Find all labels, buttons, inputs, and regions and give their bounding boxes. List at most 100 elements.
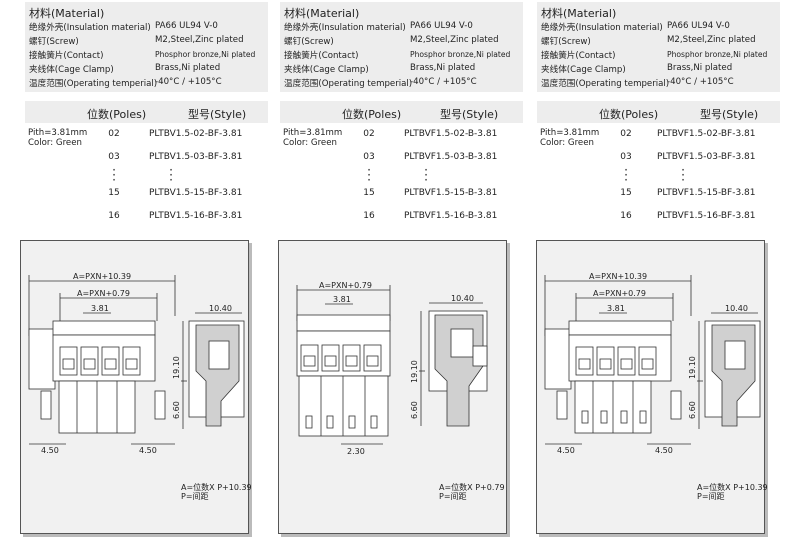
style-value: PLTBVF1.5-15-B-3.81 — [404, 188, 498, 198]
bottom-offset-label: 2.30 — [347, 447, 365, 456]
style-table-header: 位数(Poles) 型号(Style) — [25, 101, 268, 123]
side-width-label: 10.40 — [725, 304, 748, 313]
material-label-contact: 接触簧片(Contact) — [29, 51, 104, 61]
material-label-insulation: 绝缘外壳(Insulation material) — [541, 23, 663, 33]
material-value-contact: Phosphor bronze,Ni plated — [155, 50, 256, 59]
formula-line: P=间距 — [181, 492, 209, 501]
pith-color-note: Pith=3.81mm Color: Green — [540, 128, 599, 148]
formula-note: A=位数X P+10.39 P=间距 — [697, 483, 768, 501]
pith-label: Pith=3.81mm — [28, 128, 88, 138]
pitch-label: 3.81 — [607, 304, 625, 313]
pole-value: 16 — [620, 211, 632, 221]
style-value: PLTBVF1.5-16-BF-3.81 — [657, 211, 756, 221]
material-value-contact: Phosphor bronze,Ni plated — [667, 50, 768, 59]
material-value-cage-clamp: Brass,Ni plated — [155, 63, 221, 73]
material-value-screw: M2,Steel,Zinc plated — [667, 35, 756, 45]
pole-value: 02 — [108, 129, 120, 139]
material-value-screw: M2,Steel,Zinc plated — [155, 35, 244, 45]
formula-line: P=间距 — [697, 492, 725, 501]
pin-height-label: 6.60 — [410, 401, 419, 419]
material-title: 材料(Material) — [29, 7, 105, 20]
style-value: PLTBVF1.5-15-BF-3.81 — [657, 188, 756, 198]
drawing-panel-1: A=PXN+10.39 A=PXN+0.79 3.81 10.40 19.10 … — [20, 240, 252, 534]
pith-color-note: Pith=3.81mm Color: Green — [28, 128, 87, 148]
side-width-label: 10.40 — [451, 294, 474, 303]
right-offset-label: 4.50 — [655, 446, 673, 455]
material-value-cage-clamp: Brass,Ni plated — [410, 63, 476, 73]
ellipsis-vertical: ··· — [112, 163, 116, 187]
header-style: 型号(Style) — [188, 108, 247, 121]
material-title: 材料(Material) — [541, 7, 617, 20]
pole-value: 16 — [108, 211, 120, 221]
material-label-cage-clamp: 夹线体(Cage Clamp) — [284, 65, 369, 75]
ellipsis-vertical: ··· — [681, 163, 685, 187]
pith-label: Pith=3.81mm — [283, 128, 343, 138]
material-value-temperature: -40°C / +105°C — [155, 77, 222, 87]
material-label-cage-clamp: 夹线体(Cage Clamp) — [541, 65, 626, 75]
style-value: PLTBV1.5-16-BF-3.81 — [149, 211, 243, 221]
left-offset-label: 4.50 — [41, 446, 59, 455]
style-value: PLTBVF1.5-02-BF-3.81 — [657, 129, 756, 139]
material-title: 材料(Material) — [284, 7, 360, 20]
pole-value: 03 — [363, 152, 375, 162]
height-label: 19.10 — [172, 356, 181, 379]
pole-value: 16 — [363, 211, 375, 221]
header-poles: 位数(Poles) — [87, 108, 147, 121]
material-label-temperature: 温度范围(Operating temperial) — [29, 79, 158, 89]
material-value-cage-clamp: Brass,Ni plated — [667, 63, 733, 73]
formula-line: A=位数X P+10.39 — [181, 483, 252, 492]
dim-a-label: A=PXN+10.39 — [589, 272, 647, 281]
style-table-header: 位数(Poles) 型号(Style) — [280, 101, 523, 123]
ellipsis-vertical: ··· — [424, 163, 428, 187]
technical-drawing-1: A=PXN+10.39 A=PXN+0.79 3.81 10.40 19.10 … — [28, 272, 245, 455]
pole-value: 02 — [620, 129, 632, 139]
material-label-temperature: 温度范围(Operating temperial) — [284, 79, 413, 89]
formula-line: A=位数X P+10.39 — [697, 483, 768, 492]
formula-note: A=位数X P+10.39 P=间距 — [181, 483, 252, 501]
material-label-insulation: 绝缘外壳(Insulation material) — [284, 23, 406, 33]
material-value-temperature: -40°C / +105°C — [667, 77, 734, 87]
style-value: PLTBVF1.5-03-B-3.81 — [404, 152, 498, 162]
material-label-cage-clamp: 夹线体(Cage Clamp) — [29, 65, 114, 75]
left-offset-label: 4.50 — [557, 446, 575, 455]
height-label: 19.10 — [688, 356, 697, 379]
material-value-contact: Phosphor bronze,Ni plated — [410, 50, 511, 59]
material-value-insulation: PA66 UL94 V-0 — [667, 21, 730, 31]
right-offset-label: 4.50 — [139, 446, 157, 455]
formula-line: P=间距 — [439, 492, 467, 501]
pith-label: Pith=3.81mm — [540, 128, 600, 138]
material-label-contact: 接触簧片(Contact) — [541, 51, 616, 61]
material-label-screw: 螺钉(Screw) — [284, 37, 334, 47]
pin-height-label: 6.60 — [688, 401, 697, 419]
material-value-insulation: PA66 UL94 V-0 — [155, 21, 218, 31]
pole-value: 03 — [620, 152, 632, 162]
pitch-label: 3.81 — [91, 304, 109, 313]
style-value: PLTBV1.5-03-BF-3.81 — [149, 152, 243, 162]
pole-value: 15 — [620, 188, 632, 198]
ellipsis-vertical: ··· — [367, 163, 371, 187]
header-style: 型号(Style) — [440, 108, 499, 121]
pole-value: 15 — [108, 188, 120, 198]
pole-value: 03 — [108, 152, 120, 162]
material-box: 材料(Material) 绝缘外壳(Insulation material) P… — [25, 2, 268, 92]
style-table-header: 位数(Poles) 型号(Style) — [537, 101, 780, 123]
dim-a-label: A=PXN+0.79 — [319, 281, 372, 290]
style-value: PLTBV1.5-02-BF-3.81 — [149, 129, 243, 139]
dim-b-label: A=PXN+0.79 — [77, 289, 130, 298]
style-value: PLTBVF1.5-03-BF-3.81 — [657, 152, 756, 162]
dim-a-label: A=PXN+10.39 — [73, 272, 131, 281]
material-label-screw: 螺钉(Screw) — [29, 37, 79, 47]
drawing-panel-2: A=PXN+0.79 3.81 10.40 19.10 6.60 2.30 A=… — [278, 240, 507, 534]
pole-value: 15 — [363, 188, 375, 198]
material-value-screw: M2,Steel,Zinc plated — [410, 35, 499, 45]
style-value: PLTBV1.5-15-BF-3.81 — [149, 188, 243, 198]
material-label-temperature: 温度范围(Operating temperial) — [541, 79, 670, 89]
technical-drawing-2: A=PXN+0.79 3.81 10.40 19.10 6.60 2.30 — [296, 281, 488, 456]
drawing-panel-3: A=PXN+10.39 A=PXN+0.79 3.81 10.40 19.10 … — [536, 240, 768, 534]
side-width-label: 10.40 — [209, 304, 232, 313]
header-poles: 位数(Poles) — [599, 108, 659, 121]
height-label: 19.10 — [410, 360, 419, 383]
style-value: PLTBVF1.5-16-B-3.81 — [404, 211, 498, 221]
material-label-screw: 螺钉(Screw) — [541, 37, 591, 47]
ellipsis-vertical: ··· — [169, 163, 173, 187]
